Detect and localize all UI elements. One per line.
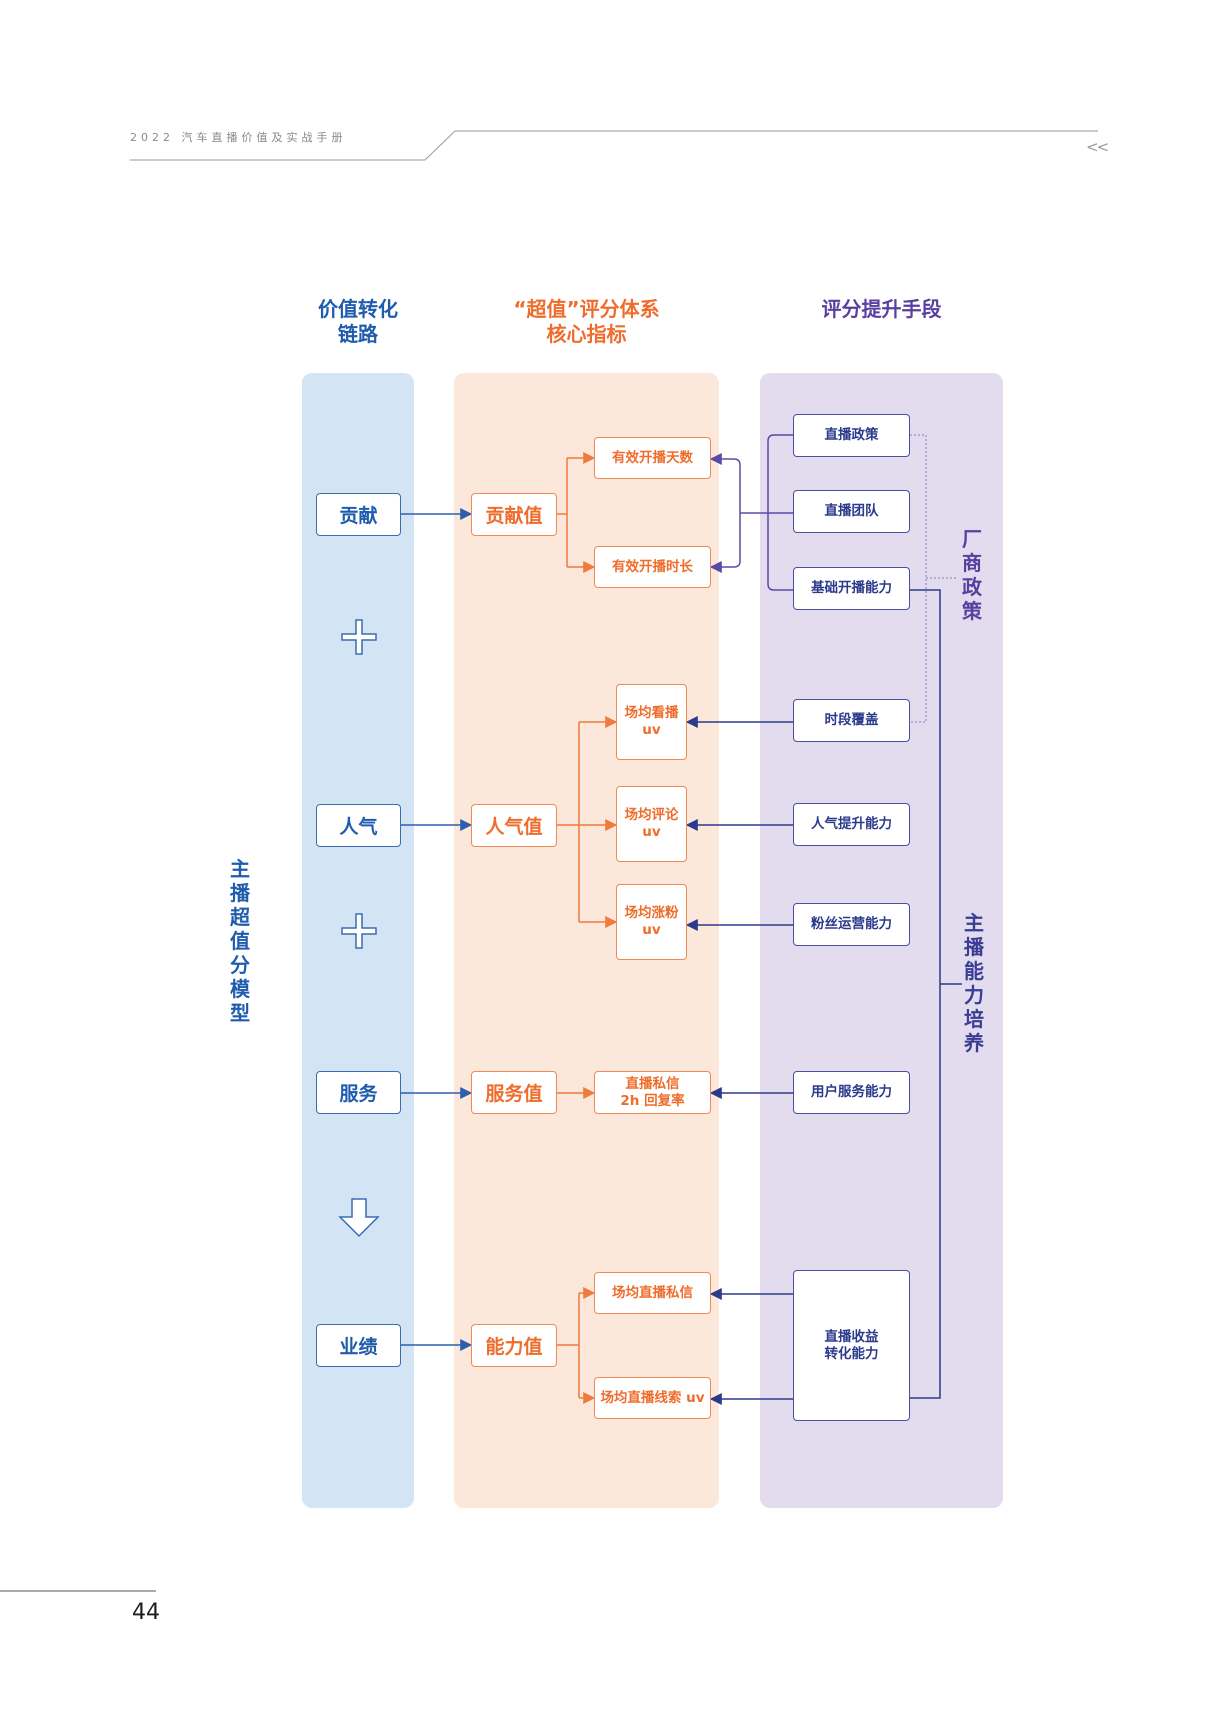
page-number: 44 bbox=[132, 1600, 160, 1625]
means-live-policy: 直播政策 bbox=[793, 414, 910, 457]
down-arrow-icon bbox=[338, 1198, 380, 1238]
value-ability: 能力值 bbox=[471, 1324, 557, 1367]
plus-icon bbox=[341, 619, 377, 655]
metric-dm-reply-rate: 直播私信 2h 回复率 bbox=[594, 1071, 711, 1114]
column-header-means: 评分提升手段 bbox=[821, 297, 942, 321]
means-fan-operation: 粉丝运营能力 bbox=[793, 903, 910, 946]
chain-performance: 业绩 bbox=[316, 1324, 401, 1367]
vendor-policy-label: 厂商政策 bbox=[962, 527, 982, 623]
means-live-team: 直播团队 bbox=[793, 490, 910, 533]
model-side-label: 主播超值分模型 bbox=[230, 857, 250, 1025]
metric-avg-follower-uv: 场均涨粉 uv bbox=[616, 884, 687, 960]
metric-effective-days: 有效开播天数 bbox=[594, 437, 711, 479]
means-user-service: 用户服务能力 bbox=[793, 1071, 910, 1114]
column-header-chain: 价值转化 链路 bbox=[318, 297, 398, 346]
value-popularity: 人气值 bbox=[471, 804, 557, 847]
metric-avg-live-dm: 场均直播私信 bbox=[594, 1272, 711, 1314]
plus-icon bbox=[341, 913, 377, 949]
means-basic-ability: 基础开播能力 bbox=[793, 567, 910, 610]
document-title: 2022 汽车直播价值及实战手册 bbox=[130, 131, 347, 144]
value-service: 服务值 bbox=[471, 1071, 557, 1114]
chevron-left-icon[interactable]: << bbox=[1086, 138, 1109, 156]
metric-avg-view-uv: 场均看播 uv bbox=[616, 684, 687, 760]
metric-effective-duration: 有效开播时长 bbox=[594, 546, 711, 588]
chain-contribution: 贡献 bbox=[316, 493, 401, 536]
value-contribution: 贡献值 bbox=[471, 493, 557, 536]
host-training-label: 主播能力培养 bbox=[964, 911, 984, 1055]
metric-avg-lead-uv: 场均直播线索 uv bbox=[594, 1377, 711, 1419]
chain-popularity: 人气 bbox=[316, 804, 401, 847]
column-header-metrics: “超值”评分体系 核心指标 bbox=[513, 297, 660, 346]
means-time-coverage: 时段覆盖 bbox=[793, 699, 910, 742]
chain-service: 服务 bbox=[316, 1071, 401, 1114]
means-revenue-conversion: 直播收益 转化能力 bbox=[793, 1270, 910, 1421]
means-popularity-ability: 人气提升能力 bbox=[793, 803, 910, 846]
metric-avg-comment-uv: 场均评论 uv bbox=[616, 786, 687, 862]
